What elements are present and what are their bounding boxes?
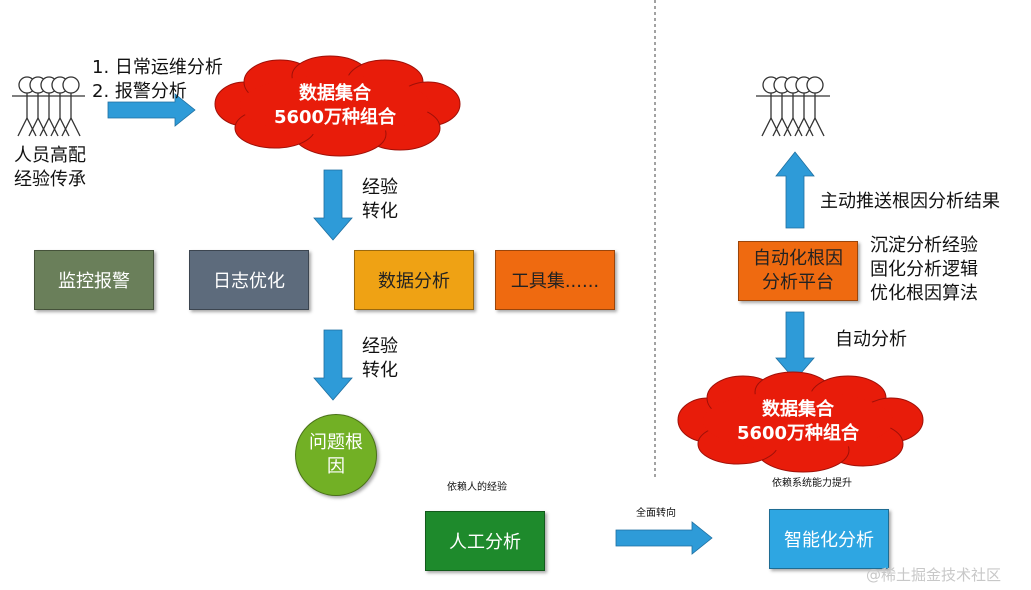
watermark: @稀土掘金技术社区: [866, 566, 1002, 584]
steps-list: 1. 日常运维分析 2. 报警分析: [92, 56, 223, 104]
transform-label-1: 经验 转化: [362, 176, 398, 224]
feature-item-1: 沉淀分析经验: [870, 235, 978, 256]
tool-box-log: 日志优化: [189, 250, 309, 310]
platform-line2: 分析平台: [762, 272, 834, 293]
step-item-2: 2. 报警分析: [92, 81, 187, 102]
tool-box-monitor: 监控报警: [34, 250, 154, 310]
feature-item-3: 优化根因算法: [870, 283, 978, 304]
cloud-label-right: 数据集合 5600万种组合: [728, 398, 868, 446]
transform1-line1: 经验: [362, 177, 398, 198]
smart-analysis-box: 智能化分析: [769, 509, 889, 569]
people-caption: 人员高配 经验传承: [14, 144, 86, 192]
cloud-left-line1: 数据集合: [299, 83, 371, 104]
tool-box-tools: 工具集......: [495, 250, 615, 310]
step-item-1: 1. 日常运维分析: [92, 57, 223, 78]
transform-label-2: 经验 转化: [362, 335, 398, 383]
transform1-line2: 转化: [362, 201, 398, 222]
auto-analysis-label: 自动分析: [835, 329, 907, 350]
shift-label: 全面转向: [636, 508, 676, 519]
platform-box: 自动化根因 分析平台: [738, 241, 858, 301]
platform-line1: 自动化根因: [753, 248, 843, 269]
root-cause-circle: 问题根 因: [295, 414, 377, 496]
platform-features: 沉淀分析经验 固化分析逻辑 优化根因算法: [870, 234, 978, 306]
rely-system-note: 依赖系统能力提升: [772, 478, 852, 489]
right-arrow-steps: [107, 93, 196, 127]
root-cause-line1: 问题根: [309, 432, 363, 453]
transform2-line2: 转化: [362, 360, 398, 381]
shift-arrow: [615, 521, 713, 555]
cloud-label-left: 数据集合 5600万种组合: [265, 82, 405, 130]
down-arrow-transform2: [313, 329, 353, 401]
people-caption-line2: 经验传承: [14, 169, 86, 190]
up-arrow-push: [775, 151, 815, 229]
root-cause-line2: 因: [327, 456, 345, 477]
cloud-right-line2: 5600万种组合: [736, 423, 860, 444]
transform2-line1: 经验: [362, 336, 398, 357]
down-arrow-auto: [775, 311, 815, 381]
down-arrow-transform1: [313, 169, 353, 241]
push-label: 主动推送根因分析结果: [820, 191, 1000, 212]
feature-item-2: 固化分析逻辑: [870, 259, 978, 280]
tool-box-data: 数据分析: [354, 250, 474, 310]
rely-human-note: 依赖人的经验: [447, 482, 507, 493]
people-caption-line1: 人员高配: [14, 145, 86, 166]
cloud-left-line2: 5600万种组合: [273, 107, 397, 128]
manual-analysis-box: 人工分析: [425, 511, 545, 571]
cloud-right-line1: 数据集合: [762, 399, 834, 420]
